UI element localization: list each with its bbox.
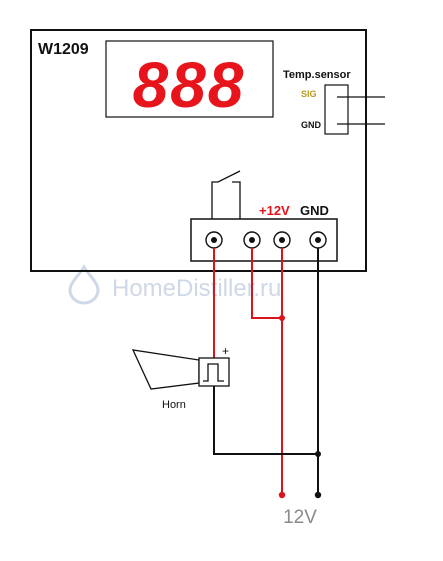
horn <box>131 349 230 390</box>
terminal-3 <box>273 231 291 249</box>
watermark-text: HomeDistiller.ru <box>112 275 281 302</box>
watermark: HomeDistiller.ru <box>68 264 281 305</box>
horn-icon <box>131 349 200 390</box>
relay-switch-contact <box>232 181 241 219</box>
black-junction-dot <box>315 451 321 457</box>
sensor-sig-label: SIG <box>301 89 317 99</box>
terminal-1 <box>205 231 223 249</box>
gnd-label: GND <box>300 203 329 218</box>
sensor-connector <box>324 84 349 135</box>
display-digits: 888 <box>133 49 246 121</box>
square-wave-icon <box>203 363 224 382</box>
plus-12v-label: +12V <box>259 203 290 218</box>
black-supply-terminal <box>314 491 322 499</box>
temp-sensor-title: Temp.sensor <box>283 69 351 81</box>
sensor-gnd-label: GND <box>301 120 322 130</box>
terminal-2 <box>243 231 261 249</box>
led-display <box>105 40 274 118</box>
relay-switch-symbol <box>211 170 241 219</box>
horn-label: Horn <box>162 399 186 411</box>
horn-driver-box <box>198 357 230 387</box>
terminal-4 <box>309 231 327 249</box>
red-junction-dot <box>279 315 285 321</box>
black-wire-horn-return <box>213 386 318 455</box>
supply-voltage-label: 12V <box>283 507 317 528</box>
red-supply-terminal <box>278 491 286 499</box>
horn-polarity-label: + <box>222 344 229 358</box>
module-board <box>30 29 367 272</box>
module-name: W1209 <box>38 41 89 58</box>
water-drop-icon <box>68 264 100 305</box>
red-wire-relay-bridge <box>251 248 282 319</box>
